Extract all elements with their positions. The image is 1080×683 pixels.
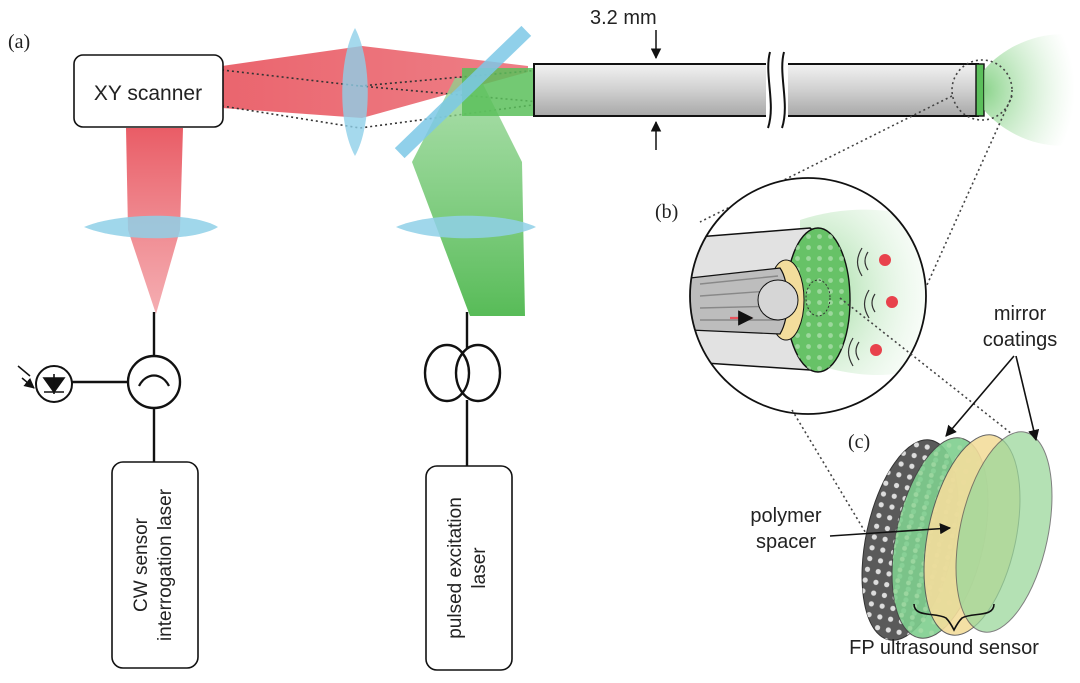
magnified-tip-view <box>690 178 926 414</box>
red-beam-horizontal <box>222 46 528 118</box>
panel-label-b: (b) <box>655 201 678 223</box>
cw-laser-label-line1: CW sensor <box>131 517 152 612</box>
green-emission-cone <box>984 34 1075 146</box>
green-beam-vertical <box>412 78 525 316</box>
panel-label-a: (a) <box>8 31 30 53</box>
panel-label-c: (c) <box>848 431 870 453</box>
cw-laser-label-line2: interrogation laser <box>155 488 176 641</box>
magnifier-guide-lines-b <box>791 297 1013 541</box>
pulsed-laser-label-line1: pulsed excitation <box>445 497 466 639</box>
fiber-diameter-label: 3.2 mm <box>590 7 657 29</box>
xy-scanner-box <box>73 54 224 128</box>
fiber-rod-right <box>785 63 979 117</box>
cw-laser-box <box>111 461 199 669</box>
fp-sensor-layers <box>861 431 1053 641</box>
circulator-arc <box>138 374 170 387</box>
light-arrows-icon <box>17 365 34 388</box>
lens-red-vertical <box>84 215 218 239</box>
polymer-spacer-label-line1: polymer <box>750 505 821 527</box>
dichroic-mirror <box>394 25 532 159</box>
fp-sensor-label: FP ultrasound sensor <box>849 637 1039 659</box>
mirror-coatings-label-line2: coatings <box>983 329 1058 351</box>
circulator-branch <box>68 380 128 390</box>
lens-green-vertical <box>396 215 536 239</box>
fiber-rod-left <box>533 63 769 117</box>
lens-horizontal-path <box>342 28 368 156</box>
fiber-tip-sensor <box>975 63 985 117</box>
fiber-break-marks <box>767 51 786 129</box>
photodiode-symbol <box>42 374 66 394</box>
circulator <box>126 354 182 410</box>
pulsed-laser-label-line2: laser <box>469 547 490 589</box>
xy-scanner-label: XY scanner <box>94 82 202 105</box>
tip-magnifier-circle <box>951 59 1013 121</box>
polymer-spacer-label-line2: spacer <box>756 531 816 553</box>
mirror-arrow-2 <box>1015 355 1040 442</box>
magnifier-guide-lines <box>699 95 1013 297</box>
fp-sensor-brace <box>913 603 995 632</box>
magnified-view-circle <box>689 177 927 415</box>
pulsed-laser-box <box>425 465 513 671</box>
fiber-coil-loop-1 <box>423 343 471 403</box>
mirror-arrow-1 <box>945 355 1015 437</box>
mirror-coatings-label-line1: mirror <box>994 303 1047 325</box>
polymer-arrow <box>829 523 952 537</box>
fiber-coil-loop-2 <box>454 343 502 403</box>
